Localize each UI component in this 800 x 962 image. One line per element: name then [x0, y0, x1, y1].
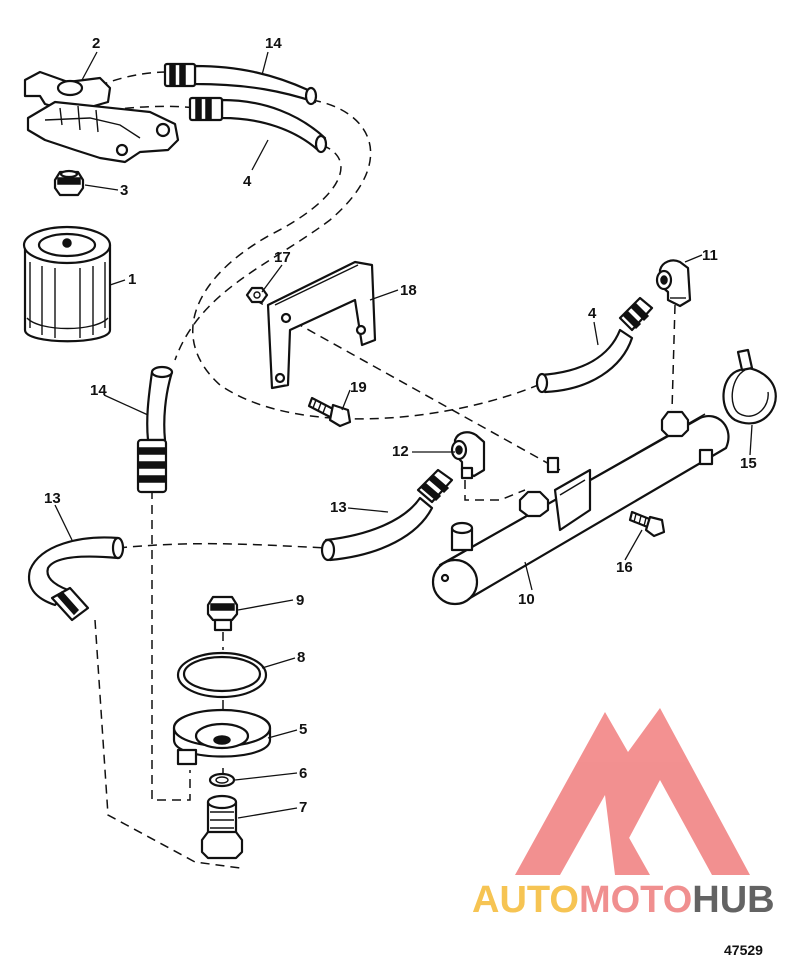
oil-filter — [22, 225, 112, 343]
callout-7: 7 — [299, 799, 307, 816]
watermark-moto: MOTO — [579, 879, 692, 921]
hose-4-right — [535, 296, 654, 394]
callout-4-right: 4 — [588, 305, 597, 322]
callout-9: 9 — [296, 592, 304, 609]
fitting-9 — [206, 595, 239, 632]
oil-cooler-10 — [431, 410, 730, 606]
callout-17: 17 — [274, 249, 291, 266]
filter-adapter-bracket — [23, 70, 180, 164]
callout-3: 3 — [120, 182, 128, 199]
o-ring-8 — [176, 651, 268, 699]
hose-13-middle — [320, 468, 454, 562]
watermark-triangle-mark — [515, 708, 750, 875]
callout-19: 19 — [350, 379, 367, 396]
callout-15: 15 — [740, 455, 757, 472]
callout-8: 8 — [297, 649, 305, 666]
hose-14-left — [136, 365, 174, 494]
figure-number: 47529 — [724, 942, 763, 958]
callout-4-top: 4 — [243, 173, 252, 190]
elbow-fitting-11 — [655, 259, 692, 308]
bolt-16 — [628, 510, 666, 538]
callout-1: 1 — [128, 271, 136, 288]
adapter-plate-5 — [172, 708, 272, 766]
bolt-19 — [307, 396, 352, 428]
callout-14-top: 14 — [265, 35, 282, 52]
fitting-3 — [53, 169, 85, 197]
callout-13-left: 13 — [44, 490, 61, 507]
watermark-wordmark: AUTOMOTOHUB — [472, 879, 775, 921]
callout-10: 10 — [518, 591, 535, 608]
callout-13-middle: 13 — [330, 499, 347, 516]
callout-labels: 2 14 3 4 1 17 18 11 4 19 14 12 15 13 13 … — [44, 35, 757, 816]
callout-6: 6 — [299, 765, 307, 782]
hose-13-left — [27, 536, 125, 622]
watermark-auto: AUTO — [472, 879, 579, 921]
mounting-bracket-18 — [266, 260, 377, 390]
washer-6 — [208, 772, 236, 788]
elbow-fitting-12 — [450, 431, 486, 480]
hose-14-top — [163, 62, 318, 106]
hollow-bolt-7 — [200, 794, 244, 860]
callout-5: 5 — [299, 721, 307, 738]
hose-4-top — [188, 96, 328, 154]
hose-clamp-15 — [722, 348, 777, 425]
watermark-hub: HUB — [692, 879, 774, 921]
watermark-logo: AUTOMOTOHUB — [472, 708, 775, 921]
callout-14-left: 14 — [90, 382, 107, 399]
callout-2: 2 — [92, 35, 100, 52]
callout-11: 11 — [702, 247, 718, 264]
callout-12: 12 — [392, 443, 409, 460]
callout-16: 16 — [616, 559, 633, 576]
leader-lines — [54, 51, 753, 819]
callout-18: 18 — [400, 282, 417, 299]
